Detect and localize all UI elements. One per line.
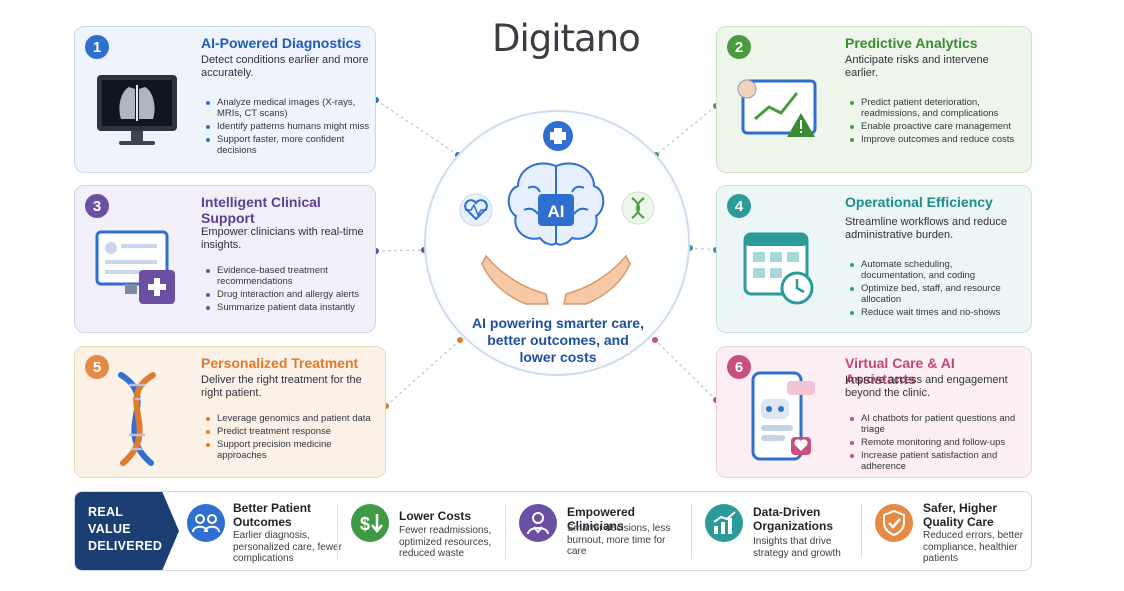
growth-chart-icon — [705, 504, 743, 542]
brand-logo: Digitano — [492, 16, 641, 60]
card-personalized-treatment: 5 Personalized Treatment Deliver the rig… — [74, 346, 386, 478]
value-desc: Earlier diagnosis, personalized care, fe… — [233, 530, 342, 564]
card-ai-powered-diagnostics: 1 AI-Powered Diagnostics Detect conditio… — [74, 26, 376, 173]
value-title: Lower Costs — [399, 509, 472, 523]
ai-badge-text: AI — [548, 202, 565, 221]
card-number: 1 — [85, 35, 109, 59]
value-lower-costs: $ Lower Costs Fewer readmissions, optimi… — [351, 492, 501, 570]
bullet: Reduce wait times and no-shows — [845, 307, 1017, 318]
xray-monitor-icon — [91, 67, 183, 159]
bullet: Automate scheduling, documentation, and … — [845, 259, 1017, 281]
real-value-delivered-bar: REAL VALUE DELIVERED Better Patient Outc… — [74, 491, 1032, 571]
divider — [337, 504, 338, 558]
ai-chip-icon: AI — [538, 194, 574, 226]
card-bullets: Predict patient deterioration, readmissi… — [845, 97, 1017, 147]
value-better-patient-outcomes: Better Patient Outcomes Earlier diagnosi… — [187, 492, 342, 570]
card-bullets: AI chatbots for patient questions and tr… — [845, 413, 1017, 474]
divider — [691, 504, 692, 558]
bullet: Predict treatment response — [201, 426, 373, 437]
heart-pulse-icon — [459, 193, 493, 227]
trend-chart-alert-icon — [733, 67, 825, 159]
bullet: Support precision medicine approaches — [201, 439, 373, 461]
divider — [505, 504, 506, 558]
clinical-monitor-icon — [91, 226, 183, 318]
bullet: Improve outcomes and reduce costs — [845, 134, 1017, 145]
dna-small-icon — [621, 191, 655, 225]
clinician-icon — [519, 504, 557, 542]
bullet: Leverage genomics and patient data — [201, 413, 373, 424]
bullet: Evidence-based treatment recommendations — [201, 265, 373, 287]
value-title: Safer, Higher Quality Care — [923, 501, 998, 529]
card-predictive-analytics: 2 Predictive Analytics Anticipate risks … — [716, 26, 1032, 173]
medical-cross-icon — [543, 121, 573, 151]
value-desc: Smarter decisions, less burnout, more ti… — [567, 523, 671, 557]
heading-line: DELIVERED — [88, 539, 163, 553]
card-title: Personalized Treatment — [201, 355, 359, 371]
card-number: 5 — [85, 355, 109, 379]
value-empowered-clinicians: Empowered Clinicians Smarter decisions, … — [519, 492, 670, 570]
card-desc: Anticipate risks and intervene earlier. — [845, 54, 989, 79]
card-title: Operational Efficiency — [845, 194, 993, 210]
value-desc: Insights that drive strategy and growth — [753, 536, 841, 559]
dollar-down-icon: $ — [351, 504, 389, 542]
bullet: Enable proactive care management — [845, 121, 1017, 132]
value-safer-higher-quality-care: Safer, Higher Quality Care Reduced error… — [875, 492, 1025, 570]
value-desc: Reduced errors, better compliance, healt… — [923, 530, 1024, 564]
value-title: Data-Driven Organizations — [753, 505, 834, 533]
card-bullets: Leverage genomics and patient data Predi… — [201, 413, 373, 463]
heading-line: VALUE — [88, 522, 131, 536]
value-data-driven-organizations: Data-Driven Organizations Insights that … — [705, 492, 855, 570]
calendar-clock-icon — [733, 226, 825, 318]
bullet: Support faster, more confident decisions — [201, 134, 373, 156]
svg-text:$: $ — [360, 514, 370, 534]
bullet: Remote monitoring and follow-ups — [845, 437, 1017, 448]
card-desc: Improve access and engagement beyond the… — [845, 374, 1008, 399]
center-caption: AI powering smarter care, better outcome… — [472, 315, 644, 365]
card-number: 6 — [727, 355, 751, 379]
value-bar-heading: REAL VALUE DELIVERED — [75, 492, 179, 570]
bullet: Analyze medical images (X-rays, MRIs, CT… — [201, 97, 373, 119]
center-illustration: AI — [459, 121, 655, 305]
dna-icon — [91, 369, 183, 466]
logo-text: Digitano — [492, 16, 641, 60]
shield-check-icon — [875, 504, 913, 542]
card-desc: Streamline workflows and reduce administ… — [845, 216, 1008, 241]
bullet: Identify patterns humans might miss — [201, 121, 373, 132]
phone-chatbot-icon — [733, 369, 825, 461]
value-title: Better Patient Outcomes — [233, 501, 312, 529]
card-virtual-care-ai-assistants: 6 Virtual Care & AI Assistants Improve a… — [716, 346, 1032, 478]
bullet: AI chatbots for patient questions and tr… — [845, 413, 1017, 435]
value-desc: Fewer readmissions, optimized resources,… — [399, 525, 492, 559]
card-title: Predictive Analytics — [845, 35, 978, 51]
card-number: 2 — [727, 35, 751, 59]
card-desc: Empower clinicians with real-time insigh… — [201, 226, 364, 251]
card-title: Intelligent Clinical Support — [201, 194, 321, 226]
heading-line: REAL — [88, 505, 124, 519]
bullet: Predict patient deterioration, readmissi… — [845, 97, 1017, 119]
card-number: 3 — [85, 194, 109, 218]
card-title: Virtual Care & AI Assistants — [845, 355, 955, 387]
card-desc: Detect conditions earlier and more accur… — [201, 54, 369, 79]
card-bullets: Evidence-based treatment recommendations… — [201, 265, 373, 315]
card-operational-efficiency: 4 Operational Efficiency Streamline work… — [716, 185, 1032, 333]
hands-icon — [481, 254, 631, 305]
card-bullets: Analyze medical images (X-rays, MRIs, CT… — [201, 97, 373, 158]
divider — [861, 504, 862, 558]
card-number: 4 — [727, 194, 751, 218]
bullet: Drug interaction and allergy alerts — [201, 289, 373, 300]
card-intelligent-clinical-support: 3 Intelligent Clinical Support Empower c… — [74, 185, 376, 333]
bullet: Optimize bed, staff, and resource alloca… — [845, 283, 1017, 305]
card-desc: Deliver the right treatment for the righ… — [201, 374, 362, 399]
value-title: Empowered Clinicians — [567, 505, 636, 533]
bullet: Summarize patient data instantly — [201, 302, 373, 313]
people-icon — [187, 504, 225, 542]
card-bullets: Automate scheduling, documentation, and … — [845, 259, 1017, 320]
card-title: AI-Powered Diagnostics — [201, 35, 362, 51]
bullet: Increase patient satisfaction and adhere… — [845, 450, 1017, 472]
